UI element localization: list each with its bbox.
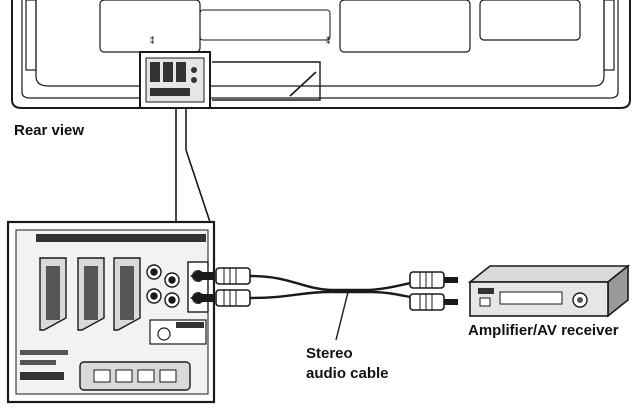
- av-receiver-icon: [467, 264, 631, 318]
- cable-label: Stereo audio cable: [306, 344, 389, 384]
- svg-text:⁑: ⁑: [150, 35, 155, 46]
- rear-view-label: Rear view: [14, 122, 85, 139]
- svg-text:⁑: ⁑: [326, 35, 331, 46]
- tv-rear-illustration: ⁑ ⁑: [11, 0, 631, 109]
- cable-label-line2: audio cable: [306, 365, 389, 382]
- zoom-leader-lines: [175, 108, 211, 223]
- stereo-audio-cable: [190, 267, 458, 341]
- jack-panel-closeup: [6, 220, 216, 404]
- amplifier-label: Amplifier/AV receiver: [468, 322, 619, 339]
- cable-label-line1: Stereo: [306, 345, 353, 362]
